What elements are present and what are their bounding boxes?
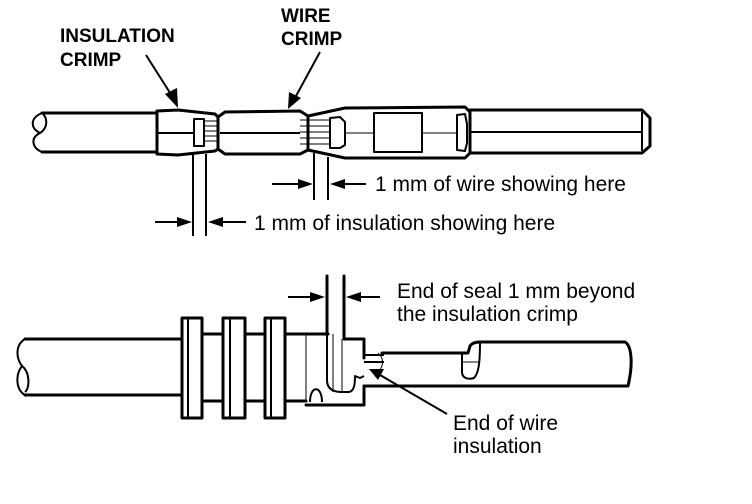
bottom-sealed-terminal-view: End of seal 1 mm beyond the insulation c…: [16, 274, 635, 458]
wire-insulation-end-label-line2: insulation: [453, 435, 542, 458]
seal-end-dimension: [288, 274, 380, 336]
terminal-top: [155, 105, 652, 160]
wire-crimp-label-line1: WIRE: [281, 6, 331, 27]
seal-end-label-line2: the insulation crimp: [397, 303, 578, 326]
wire-cable-top: [31, 111, 158, 154]
wire-insulation-end-label-line1: End of wire: [453, 412, 558, 435]
wire-crimp-arrow: [288, 51, 321, 109]
terminal-bottom: [304, 332, 633, 407]
wire-insulation-end-arrow: [369, 369, 448, 415]
insulation-showing-label: 1 mm of insulation showing here: [254, 212, 555, 235]
wire-showing-label: 1 mm of wire showing here: [375, 173, 626, 196]
insulation-crimp-label-line2: CRIMP: [60, 50, 122, 71]
wire-crimp-label-line2: CRIMP: [281, 29, 343, 50]
seal-body: [180, 316, 330, 420]
insulation-crimp-label-line1: INSULATION: [60, 26, 175, 47]
top-terminal-view: INSULATION CRIMP WIRE CRIMP: [31, 6, 652, 236]
wire-showing-dimension: [272, 153, 366, 200]
insulation-crimp-arrow: [145, 54, 178, 108]
wire-cable-bottom: [16, 337, 184, 397]
seal-end-label-line1: End of seal 1 mm beyond: [397, 280, 635, 303]
insulation-showing-dimension: [155, 152, 246, 236]
